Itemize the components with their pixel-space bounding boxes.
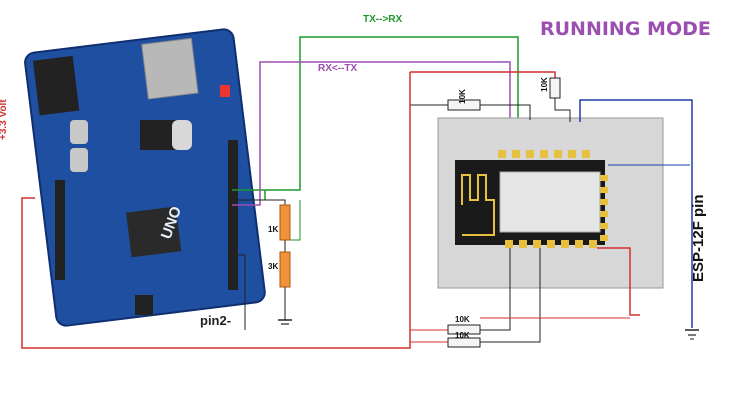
tx-rx-label: TX-->RX: [363, 14, 403, 25]
rx-tx-label: RX<--TX: [318, 63, 358, 74]
pin2-label: pin2-: [200, 313, 232, 328]
resistor-1k-label: 1K: [268, 225, 279, 234]
divider-feed-wire: [232, 199, 286, 205]
pin2-wire: [232, 254, 246, 330]
resistor-10k-bottom-1-label: 10K: [455, 315, 470, 324]
resistor-10k-vertical: [549, 77, 561, 99]
antenna-trace: [461, 174, 495, 236]
resistor-10k-vertical-label: 10K: [539, 77, 549, 92]
esp-pin-label: ESP-12F pin: [690, 194, 707, 282]
esp-top-pins: [498, 150, 590, 158]
rx-tx-wire: [232, 61, 511, 206]
esp-right-pins: [600, 175, 608, 241]
resistor-3k: [279, 251, 291, 288]
ground-wire-right: [579, 99, 693, 328]
resistor-10k-top-label: 10K: [457, 89, 467, 104]
resistor-1k: [279, 204, 291, 241]
diagram-title: RUNNING MODE: [540, 18, 711, 40]
esp-shield-can: [499, 171, 601, 233]
voltage-label: +3.3 Volt: [0, 99, 9, 140]
tx-rx-wire: [232, 36, 519, 200]
resistor-10k-bottom-2-label: 10K: [455, 331, 470, 340]
arduino-uno-board: [24, 28, 266, 327]
esp-bottom-pins: [505, 240, 597, 248]
power-wire: [21, 72, 411, 349]
resistor-3k-label: 3K: [268, 262, 279, 271]
